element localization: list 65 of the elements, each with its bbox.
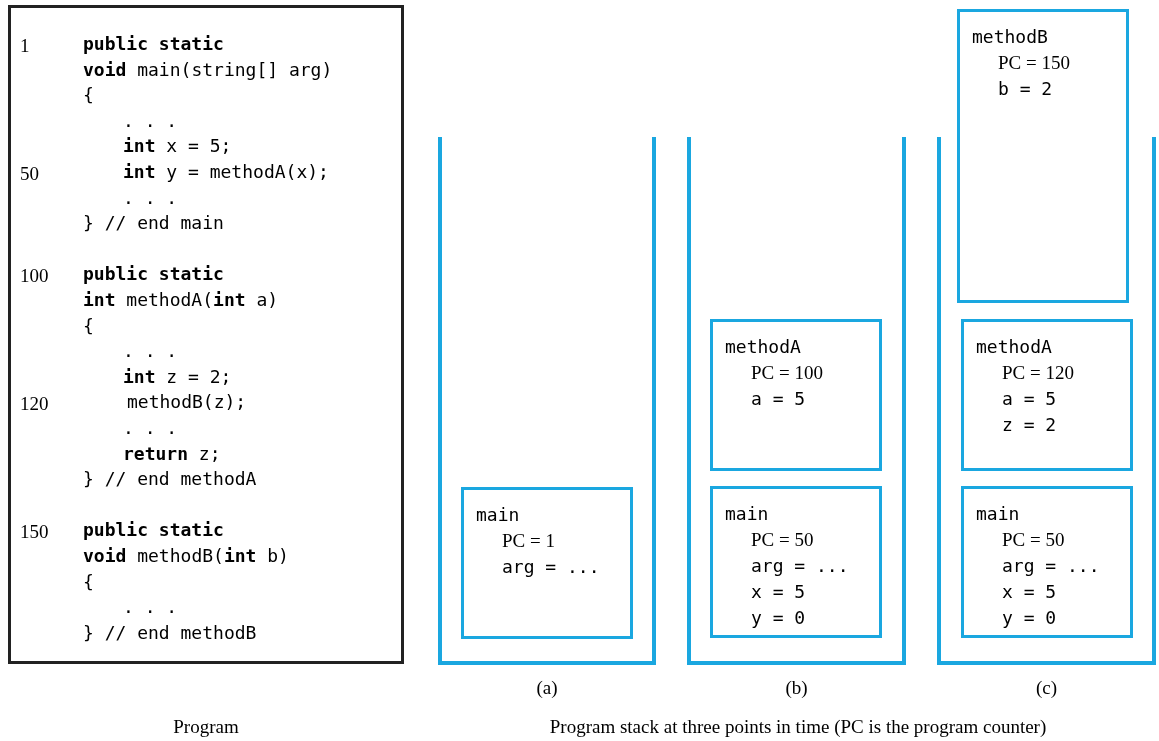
frame-name: methodA — [725, 336, 801, 358]
frame-variable: z = 2 — [1002, 414, 1057, 436]
code-line: } // end methodB — [83, 621, 257, 644]
code-line: . . . — [123, 596, 178, 619]
frame-name: main — [476, 504, 520, 526]
frame-variable: b = 2 — [998, 78, 1053, 100]
line-number: 1 — [20, 35, 30, 57]
stack-frame — [461, 487, 633, 639]
frame-variable: x = 5 — [1002, 581, 1057, 603]
stack-frame — [710, 486, 882, 638]
line-number: 120 — [20, 393, 49, 416]
stack-container — [438, 137, 656, 665]
panel-label: (c) — [1034, 677, 1059, 699]
program-counter: PC = 50 — [751, 529, 814, 551]
code-line: . . . — [123, 109, 178, 132]
code-line: public static — [83, 263, 224, 286]
frame-variable: a = 5 — [751, 388, 806, 410]
code-line: . . . — [123, 186, 178, 209]
stack-frame — [961, 319, 1133, 471]
code-line: int y = methodA(x); — [123, 161, 329, 183]
program-counter: PC = 50 — [1002, 529, 1065, 551]
stack-container — [937, 137, 1156, 665]
code-line: public static — [83, 33, 224, 55]
frame-variable: a = 5 — [1002, 388, 1057, 410]
frame-variable: arg = ... — [751, 555, 849, 577]
frame-variable: y = 0 — [751, 607, 806, 629]
code-line: } // end methodA — [83, 468, 257, 491]
code-listing-box — [8, 5, 404, 664]
code-line: void main(string[] arg) — [83, 58, 333, 81]
panel-label: (b) — [784, 677, 809, 699]
program-counter: PC = 150 — [998, 52, 1070, 74]
figure-caption: Program stack at three points in time (PC is the program counter) — [548, 716, 1048, 738]
frame-name: methodB — [972, 26, 1048, 48]
code-line: . . . — [123, 417, 178, 439]
frame-variable: x = 5 — [751, 581, 806, 603]
line-number: 150 — [20, 521, 49, 544]
figure-caption: Program — [172, 716, 240, 738]
line-number: 100 — [20, 265, 49, 288]
stack-container — [687, 137, 906, 665]
frame-variable: arg = ... — [1002, 555, 1100, 577]
frame-name: main — [725, 503, 769, 525]
frame-name: main — [976, 503, 1020, 525]
code-line: } // end main — [83, 212, 224, 235]
stack-frame — [957, 9, 1129, 303]
panel-label: (a) — [535, 677, 559, 699]
code-line: public static — [83, 519, 224, 542]
code-line: return z; — [123, 442, 221, 465]
code-line: int x = 5; — [123, 135, 232, 158]
stack-frame — [961, 486, 1133, 638]
program-counter: PC = 100 — [751, 362, 823, 384]
code-line: . . . — [123, 340, 178, 363]
line-number: 50 — [20, 163, 39, 185]
code-line: int z = 2; — [123, 365, 232, 388]
code-line: void methodB(int b) — [83, 545, 289, 567]
program-counter: PC = 1 — [502, 530, 555, 552]
program-counter: PC = 120 — [1002, 362, 1074, 384]
code-line: methodB(z); — [127, 391, 247, 414]
frame-variable: arg = ... — [502, 556, 600, 578]
frame-name: methodA — [976, 336, 1052, 358]
code-line: { — [83, 314, 94, 337]
stack-frame — [710, 319, 882, 471]
code-line: { — [83, 84, 94, 107]
code-line: int methodA(int a) — [83, 289, 279, 311]
frame-variable: y = 0 — [1002, 607, 1057, 629]
code-line: { — [83, 570, 94, 593]
